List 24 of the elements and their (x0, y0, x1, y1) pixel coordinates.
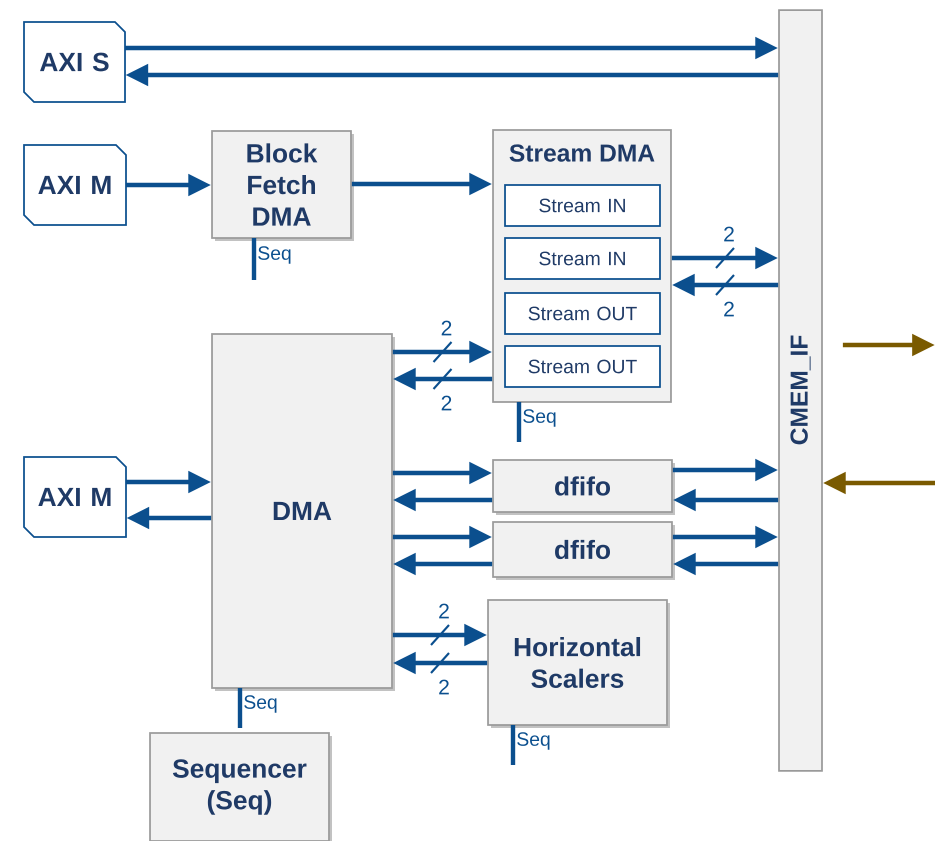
block-box: dfifo (492, 459, 675, 515)
block-box: Block Fetch DMA (211, 130, 354, 241)
port-box: AXI M (23, 456, 127, 538)
stream-port-box: Stream OUT (504, 292, 661, 335)
stream-port-box: Stream OUT (504, 345, 661, 388)
block-box: DMA (211, 333, 395, 691)
stream-port-box: Stream IN (504, 237, 661, 280)
signal-label: Seq (258, 246, 290, 264)
port-box: AXI M (23, 144, 127, 226)
edge-label: 2 (438, 318, 454, 338)
port-box: AXI S (23, 21, 126, 103)
signal-label: Seq (517, 732, 550, 750)
cmem-bar: CMEM_IF (778, 9, 823, 772)
edge-label: 2 (436, 602, 452, 620)
edge-label: 2 (721, 224, 737, 244)
signal-label: Seq (244, 695, 276, 713)
stream-port-box: Stream IN (504, 184, 661, 227)
block-box: dfifo (492, 521, 675, 580)
block-box: Sequencer (Seq) (149, 732, 332, 841)
edge-label: 2 (721, 300, 737, 318)
edge-label: 2 (438, 394, 454, 412)
signal-label: Seq (523, 409, 556, 427)
block-box: Horizontal Scalers (487, 599, 670, 728)
edge-label: 2 (436, 678, 452, 696)
